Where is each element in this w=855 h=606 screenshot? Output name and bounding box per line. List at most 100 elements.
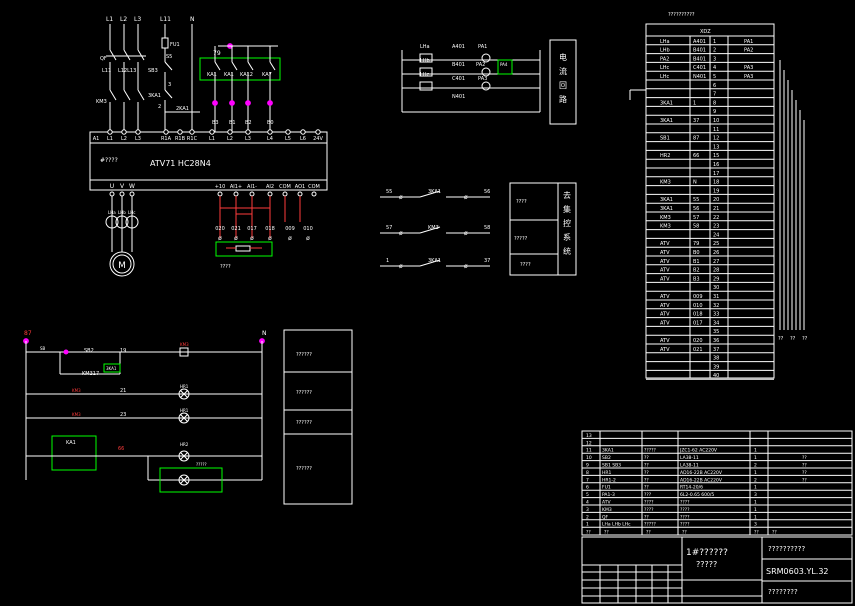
table-cell: ATV — [660, 303, 670, 309]
bom-cell: 2 — [586, 514, 589, 520]
ammeter-label: LHc — [420, 72, 430, 78]
table-cell: LHc — [660, 74, 670, 80]
bom-cell: 12 — [586, 440, 592, 446]
table-cell: 021 — [693, 347, 703, 353]
remote-label: 37 — [484, 258, 490, 264]
bom-cell: 4 — [586, 500, 589, 506]
terminal-label: B1 — [229, 120, 236, 126]
table-cell: 3KA1 — [660, 118, 673, 124]
drive-terminal: L1 — [107, 136, 113, 142]
sb-label: SB3 — [148, 68, 158, 74]
drive-terminal: R1B — [175, 136, 186, 142]
table-cell: 1 — [713, 39, 716, 45]
terminal-icon — [267, 129, 273, 135]
lamp-icon — [178, 474, 190, 486]
terminal-icon — [249, 191, 255, 197]
bom-cell: 8 — [586, 470, 589, 476]
terminal-icon — [245, 129, 251, 135]
remote-label: 3KA1 — [428, 189, 441, 195]
terminal-icon — [135, 129, 141, 135]
bom-cell: ?? — [644, 455, 649, 461]
table-cell: 3 — [713, 56, 716, 62]
drive-terminal: A1 — [93, 136, 100, 142]
drive-terminal: L3 — [245, 136, 251, 142]
table-cell: B1 — [693, 259, 700, 265]
sheet-label: ???????? — [768, 588, 798, 596]
legend-box — [283, 329, 353, 505]
ammeter-label: N401 — [452, 94, 465, 100]
hr2-box — [159, 467, 223, 493]
drive-terminal: L6 — [300, 136, 306, 142]
terminal-icon — [109, 191, 115, 197]
table-cell: 31 — [713, 294, 719, 300]
table-cell: A401 — [693, 39, 706, 45]
company-name: ?????????? — [768, 545, 805, 553]
bom-cell: ??? — [644, 492, 652, 498]
bom-cell: 3 — [754, 522, 757, 528]
control-label: 66 — [118, 446, 124, 452]
drive-terminal: COM — [279, 184, 291, 190]
relay-contact — [164, 89, 173, 99]
table-cell: 39 — [713, 364, 719, 370]
bom-header: ?? — [604, 530, 609, 536]
pot-label: ???? — [220, 264, 231, 270]
breaker-contact — [137, 49, 145, 61]
table-cell: B401 — [693, 48, 706, 54]
bom-cell: LA38-11 — [680, 455, 699, 461]
terminal-icon — [315, 129, 321, 135]
terminal-icon — [209, 129, 215, 135]
table-cell: 3KA1 — [660, 100, 673, 106]
control-label: KM3 — [180, 342, 189, 347]
table-cell: ATV — [660, 312, 670, 318]
table-cell: ATV — [660, 276, 670, 282]
terminal-icon — [129, 191, 135, 197]
table-cell: 018 — [693, 312, 703, 318]
relay-label: KA12 — [240, 72, 253, 78]
potentiometer-box — [215, 241, 273, 257]
remote-box-text: ????? — [514, 236, 528, 242]
bom-cell: FU1 — [602, 485, 611, 491]
remote-label: 56 — [484, 189, 490, 195]
terminal-icon: ø — [464, 230, 468, 237]
ct-label: LHa — [108, 210, 116, 215]
table-cell: 11 — [713, 127, 719, 133]
ammeter-label: LHb — [420, 58, 430, 64]
terminal-label: B3 — [212, 120, 219, 126]
control-label: SB — [40, 346, 46, 351]
control-label: KA1 — [66, 440, 76, 446]
terminal-icon — [121, 129, 127, 135]
table-cell: PA3 — [744, 65, 753, 71]
bom-cell: 13 — [586, 433, 592, 439]
bom-cell: ????? — [644, 522, 657, 528]
breaker-label: QF — [100, 56, 107, 62]
table-cell: N — [693, 180, 697, 186]
transducer-box — [497, 59, 513, 75]
control-label: HR1 — [180, 408, 189, 413]
table-cell: KM3 — [660, 224, 671, 230]
bom-cell: AD16-22B AC220V — [680, 470, 723, 476]
drive-terminal: AI1- — [247, 184, 257, 190]
table-cell: 2 — [713, 48, 716, 54]
legend-text: ?????? — [296, 420, 312, 426]
coil-icon — [179, 347, 189, 357]
lamp-cross — [180, 476, 188, 484]
control-label: ????? — [196, 462, 207, 467]
breaker-label: L12L13 — [118, 68, 136, 74]
bom-cell: 3KA1 — [602, 448, 614, 454]
table-cell: 16 — [713, 162, 719, 168]
control-label: 21 — [120, 388, 126, 394]
table-cell: 010 — [693, 303, 703, 309]
legend-text: ?????? — [296, 390, 312, 396]
drive-terminal: L2 — [227, 136, 233, 142]
table-cell: 79 — [693, 241, 699, 247]
table-cell: 37 — [713, 347, 719, 353]
breaker-contact — [123, 49, 131, 61]
table-cell: B0 — [693, 250, 700, 256]
bom-cell: ?? — [644, 485, 649, 491]
terminal-icon — [119, 191, 125, 197]
legend-text: ?????? — [296, 352, 312, 358]
table-cell: C401 — [693, 65, 706, 71]
drive-terminal: V — [120, 183, 125, 190]
table-cell: 8 — [713, 100, 716, 106]
terminal-marker — [245, 100, 251, 106]
